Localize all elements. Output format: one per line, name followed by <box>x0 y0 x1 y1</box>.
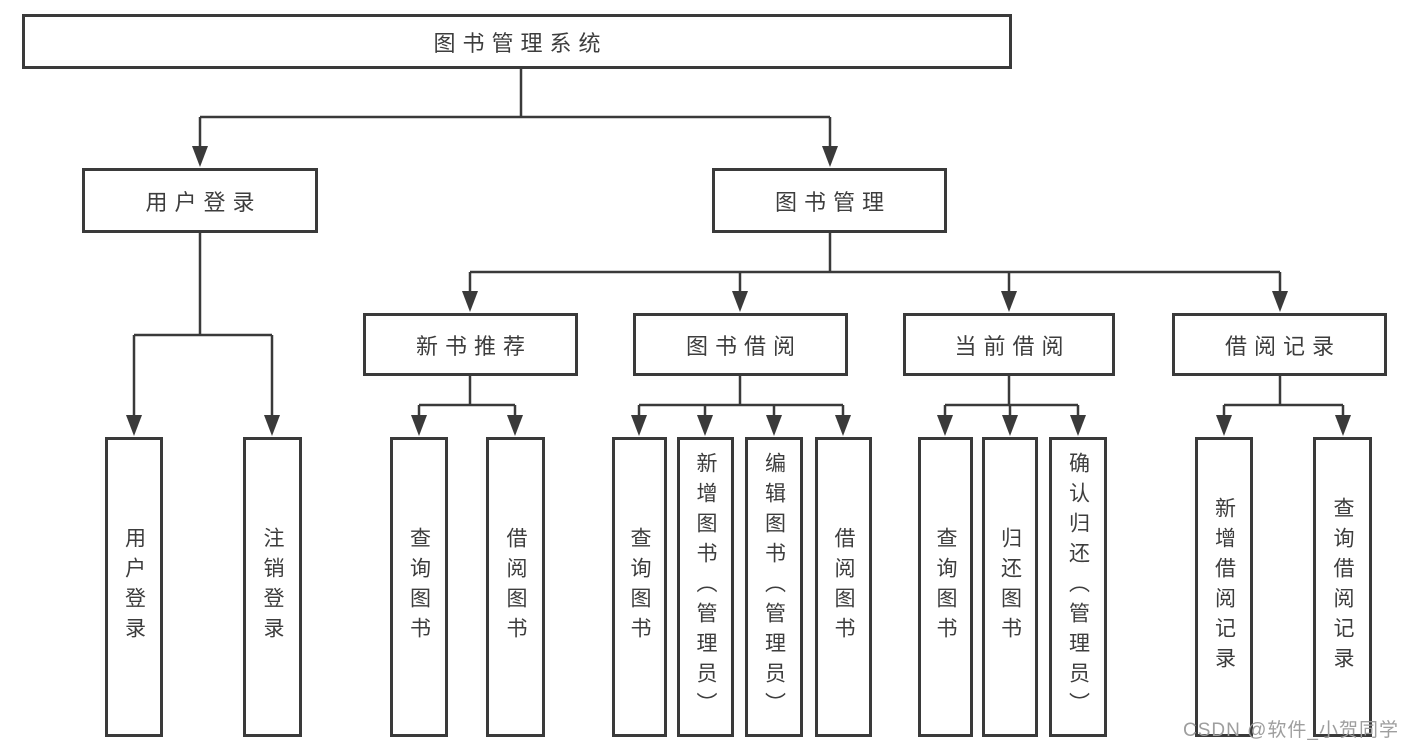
edge-borrowrecord-to-leaves <box>1222 374 1345 419</box>
arrow-icon <box>192 146 208 167</box>
leaf-return-books: 归还图书 <box>982 437 1038 737</box>
arrow-icon <box>766 415 782 436</box>
arrow-icon <box>126 415 142 436</box>
arrow-icon <box>1002 415 1018 436</box>
node-label: 确认归还（管理员） <box>1066 452 1090 722</box>
arrow-icon <box>697 415 713 436</box>
node-label: 归还图书 <box>998 527 1022 647</box>
leaf-edit-books-admin: 编辑图书（管理员） <box>745 437 803 737</box>
node-label: 编辑图书（管理员） <box>762 452 786 722</box>
edge-bookborrow-to-leaves <box>637 374 845 419</box>
node-borrow-records: 借阅记录 <box>1172 313 1387 376</box>
node-label: 查询借阅记录 <box>1331 497 1354 677</box>
node-label: 新增借阅记录 <box>1212 497 1236 677</box>
node-label: 新书推荐 <box>415 333 532 359</box>
node-label: 图书借阅 <box>685 333 802 359</box>
leaf-add-borrow-record: 新增借阅记录 <box>1195 437 1253 737</box>
node-label: 借阅图书 <box>504 527 527 647</box>
arrow-icon <box>1335 415 1351 436</box>
arrow-icon <box>462 291 478 312</box>
node-label: 图书管理系统 <box>433 30 608 56</box>
arrow-icon <box>1070 415 1086 436</box>
node-book-management: 图书管理 <box>712 168 947 233</box>
arrow-icon <box>732 291 748 312</box>
csdn-watermark: CSDN @软件_小贺同学 <box>1183 720 1399 741</box>
node-label: 注销登录 <box>261 527 284 647</box>
node-label: 新增图书（管理员） <box>694 452 717 722</box>
arrow-icon <box>835 415 851 436</box>
edge-userlogin-to-leaves <box>132 231 274 419</box>
arrowheads <box>126 146 1351 436</box>
node-user-login: 用户登录 <box>82 168 318 233</box>
arrow-icon <box>937 415 953 436</box>
arrow-icon <box>1272 291 1288 312</box>
leaf-logout: 注销登录 <box>243 437 302 737</box>
leaf-add-books-admin: 新增图书（管理员） <box>677 437 734 737</box>
leaf-query-books-recommend: 查询图书 <box>390 437 448 737</box>
arrow-icon <box>411 415 427 436</box>
node-label: 图书管理 <box>774 189 891 215</box>
node-label: 查询图书 <box>628 527 651 647</box>
node-label: 借阅图书 <box>832 527 855 647</box>
leaf-borrow-books: 借阅图书 <box>815 437 872 737</box>
arrow-icon <box>1216 415 1232 436</box>
leaf-confirm-return-admin: 确认归还（管理员） <box>1049 437 1107 737</box>
arrow-icon <box>631 415 647 436</box>
arrow-icon <box>264 415 280 436</box>
node-label: 当前借阅 <box>954 333 1071 359</box>
node-label: 查询图书 <box>407 527 431 647</box>
node-label: 查询图书 <box>934 527 957 647</box>
node-new-book-recommend: 新书推荐 <box>363 313 578 376</box>
leaf-query-books-borrow: 查询图书 <box>612 437 667 737</box>
node-label: 用户登录 <box>122 527 146 647</box>
node-book-borrow: 图书借阅 <box>633 313 848 376</box>
edge-root-to-level2 <box>198 66 832 150</box>
node-book-management-system: 图书管理系统 <box>22 14 1012 69</box>
edge-newbook-to-leaves <box>417 374 517 419</box>
node-label: 借阅记录 <box>1224 333 1341 359</box>
edge-bookmgmt-to-level3 <box>468 231 1282 295</box>
leaf-user-login: 用户登录 <box>105 437 163 737</box>
node-label: 用户登录 <box>145 189 262 215</box>
edge-currentborrow-to-leaves <box>943 374 1080 419</box>
leaf-borrow-books-recommend: 借阅图书 <box>486 437 545 737</box>
leaf-query-borrow-record: 查询借阅记录 <box>1313 437 1372 737</box>
leaf-query-books-current: 查询图书 <box>918 437 973 737</box>
node-current-borrow: 当前借阅 <box>903 313 1115 376</box>
arrow-icon <box>822 146 838 167</box>
arrow-icon <box>507 415 523 436</box>
arrow-icon <box>1001 291 1017 312</box>
